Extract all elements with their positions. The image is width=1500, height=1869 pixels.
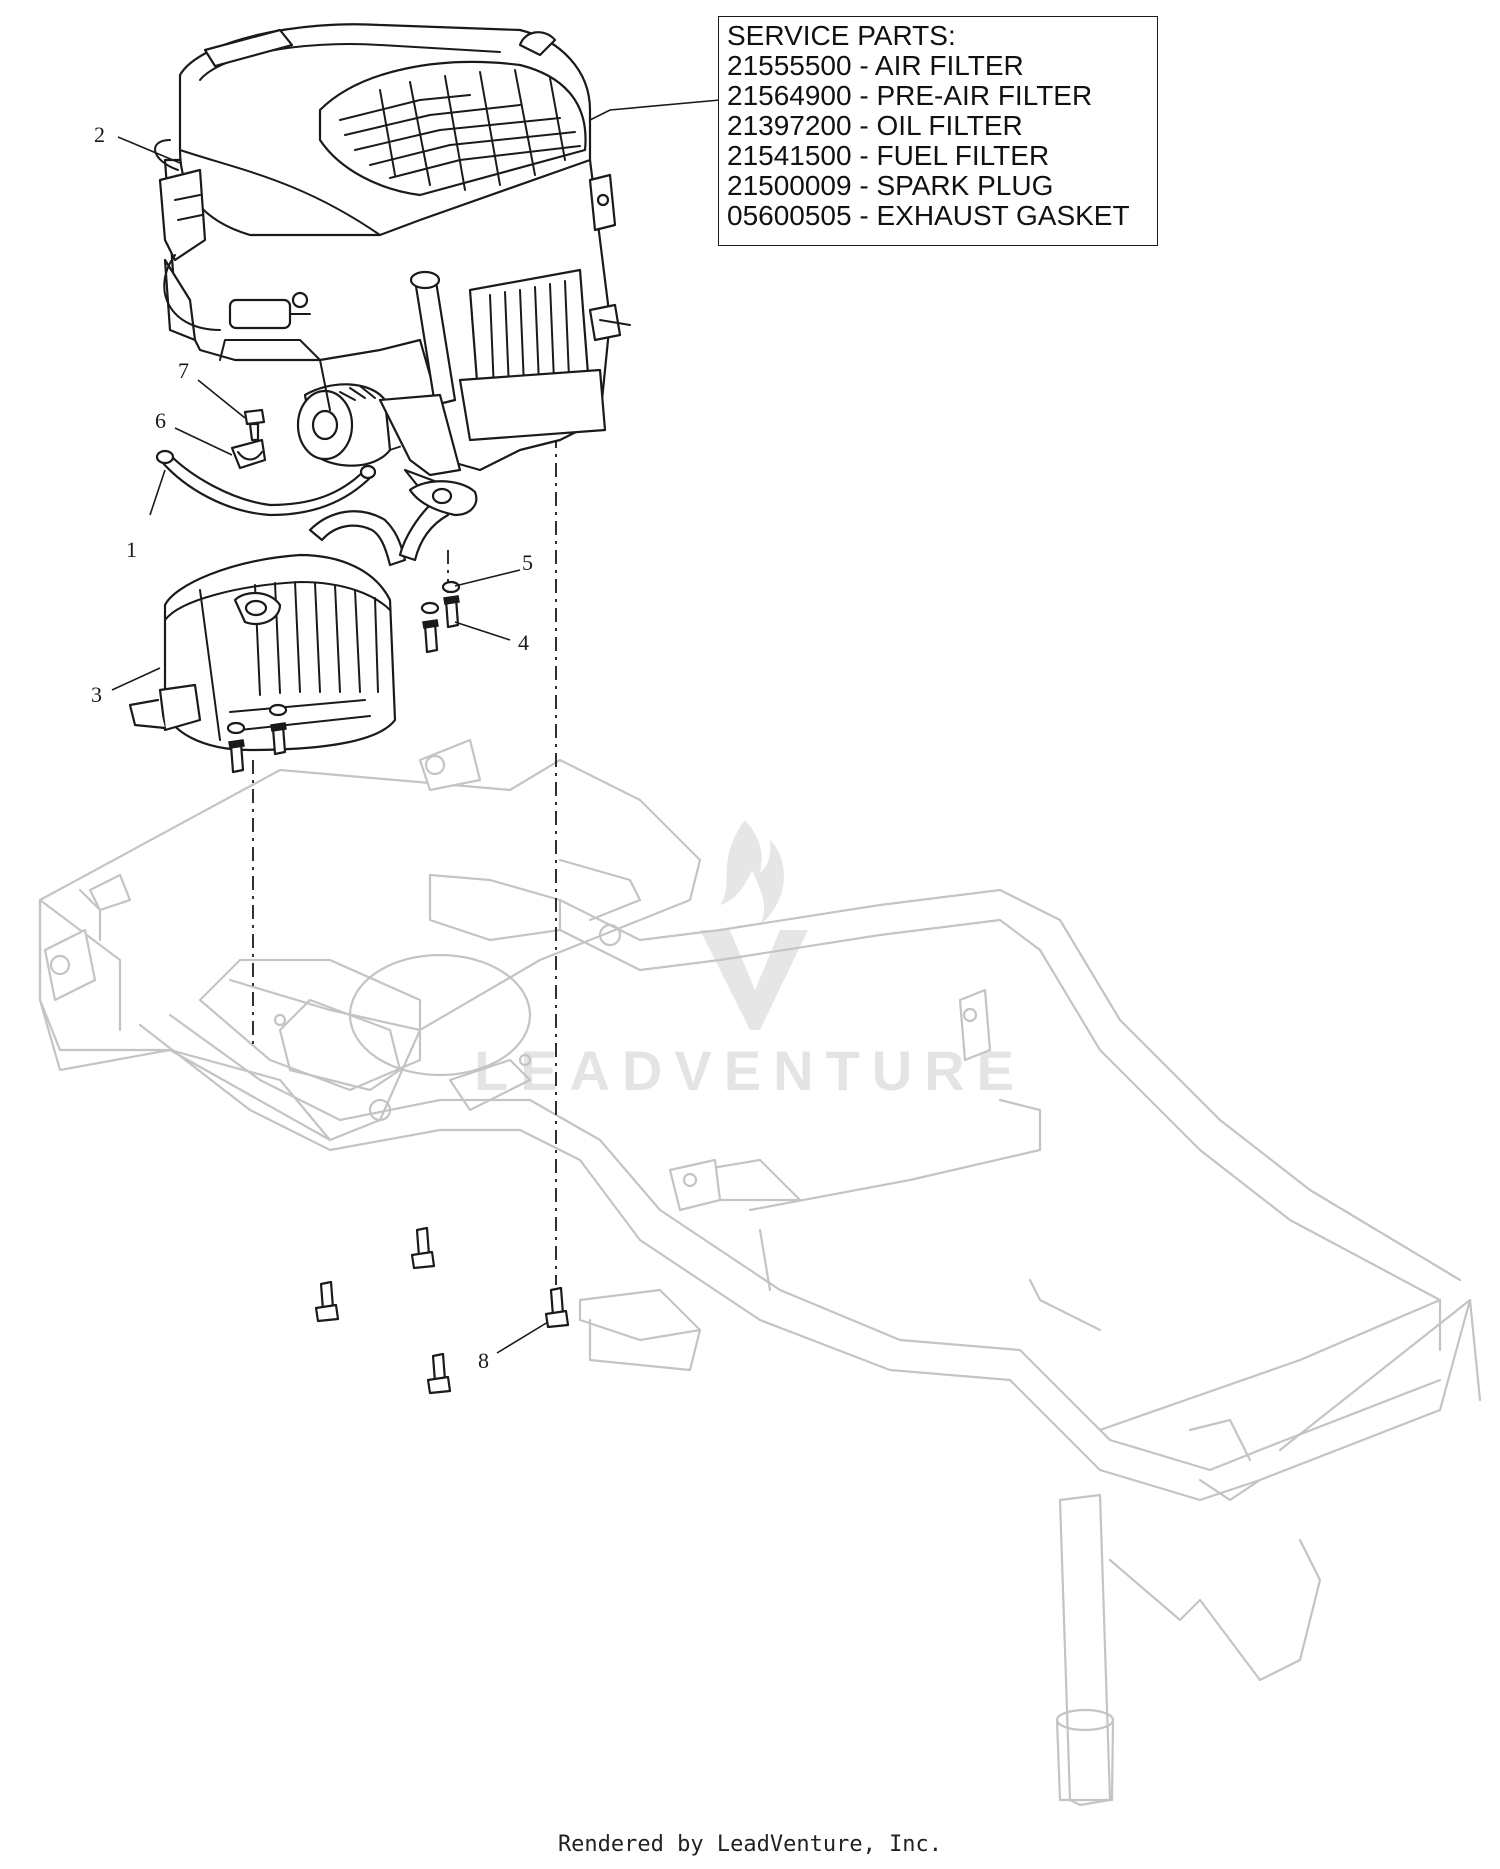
mower-frame (38, 738, 1482, 1807)
watermark-flame-logo (720, 820, 784, 925)
hose-clip (230, 438, 267, 470)
part-description: FUEL FILTER (876, 140, 1050, 171)
part-description: PRE-AIR FILTER (876, 80, 1093, 111)
part-description: AIR FILTER (874, 50, 1024, 81)
service-part-row: 21500009 - SPARK PLUG (727, 170, 1054, 201)
fuel-filter (228, 291, 311, 330)
part-number: 21541500 (727, 140, 852, 171)
watermark-v-logo (700, 930, 808, 1030)
callout-3: 3 (91, 682, 102, 707)
callout-6: 6 (155, 408, 166, 433)
leadventure-watermark: LEADVENTURE (474, 820, 1026, 1102)
part-number: 21564900 (727, 80, 852, 111)
callout-5: 5 (522, 550, 533, 575)
part-description: SPARK PLUG (876, 170, 1054, 201)
service-parts-heading: SERVICE PARTS: (727, 20, 956, 51)
bolt (544, 1286, 570, 1329)
mounting-bolts (314, 1226, 570, 1395)
oil-filter (296, 383, 392, 467)
footer-credit: Rendered by LeadVenture, Inc. (557, 1832, 943, 1857)
part-number: 21555500 (727, 50, 852, 81)
clip-screw (243, 408, 266, 442)
part-description: OIL FILTER (876, 110, 1023, 141)
callout-8: 8 (478, 1348, 489, 1373)
muffler-hardware (226, 580, 461, 774)
leader-lines (111, 99, 721, 1354)
callout-7: 7 (178, 358, 189, 383)
exhaust-pipe (308, 468, 478, 567)
watermark-text: LEADVENTURE (474, 1039, 1026, 1102)
part-number: 21500009 (727, 170, 852, 201)
callout-1: 1 (126, 537, 137, 562)
callout-4: 4 (518, 630, 529, 655)
engine-grille-slats (339, 69, 581, 191)
engine (154, 23, 631, 477)
service-part-row: 21555500 - AIR FILTER (727, 50, 1024, 81)
bolt (314, 1280, 340, 1323)
muffler (128, 553, 397, 752)
part-number: 21397200 (727, 110, 852, 141)
service-part-row: 05600505 - EXHAUST GASKET (727, 200, 1130, 231)
part-number: 05600505 (727, 200, 852, 231)
service-parts-box: SERVICE PARTS: 21555500 - AIR FILTER 215… (718, 16, 1158, 246)
callout-numbers: 1 2 3 4 5 6 7 8 (91, 122, 533, 1373)
bolt (410, 1226, 436, 1270)
hose (155, 449, 377, 517)
callout-2: 2 (94, 122, 105, 147)
service-part-row: 21541500 - FUEL FILTER (727, 140, 1050, 171)
bolt (426, 1352, 452, 1395)
service-part-row: 21397200 - OIL FILTER (727, 110, 1023, 141)
part-description: EXHAUST GASKET (876, 200, 1130, 231)
service-part-row: 21564900 - PRE-AIR FILTER (727, 80, 1093, 111)
